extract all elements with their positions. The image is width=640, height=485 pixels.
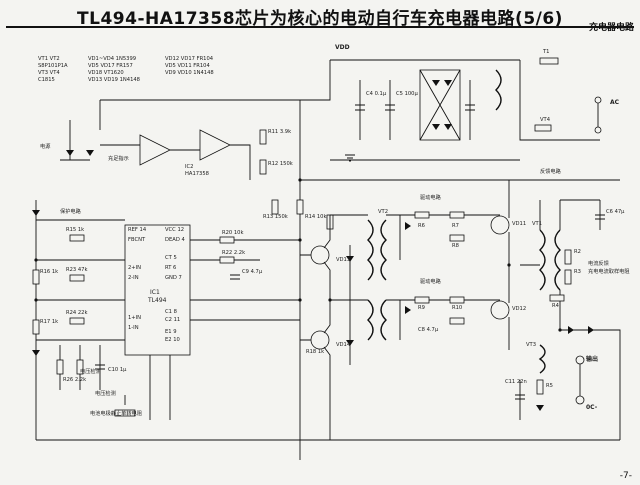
pin-label: 1-IN bbox=[128, 325, 139, 331]
title-rule bbox=[6, 26, 634, 28]
component-label: VD12 bbox=[512, 306, 527, 312]
pin-label: FBCNT bbox=[128, 237, 146, 243]
parts-list-item: VD18 VT1620 bbox=[88, 70, 124, 76]
pin-label: GND 7 bbox=[165, 275, 182, 281]
output-positive-label: 输出 bbox=[586, 356, 599, 363]
parts-list-item: VD1~VD4 1N5399 bbox=[88, 56, 137, 62]
drive-circuit-label: 驱动电路 bbox=[420, 195, 441, 201]
component-label: VT1 bbox=[532, 221, 543, 227]
component-label: R2 bbox=[574, 249, 581, 255]
pin-label: DEAD 4 bbox=[165, 237, 185, 243]
component-label: C6 47μ bbox=[606, 209, 625, 215]
parts-list-item: VD5 VD11 FR104 bbox=[165, 63, 210, 69]
pwm-ic-label: IC1 bbox=[150, 289, 160, 296]
component-label: VD11 bbox=[512, 221, 527, 227]
component-label: C11 22n bbox=[505, 379, 527, 385]
component-label: R4 bbox=[552, 303, 559, 309]
current-feedback-label: 电流反馈 bbox=[588, 261, 609, 267]
pwm-part-label: TL494 bbox=[148, 297, 167, 304]
ac-input-label: AC bbox=[610, 99, 620, 106]
pin-label: C2 11 bbox=[165, 317, 181, 323]
parts-list-item: VT1 VT2 bbox=[38, 56, 60, 62]
component-label: R26 2.2k bbox=[63, 377, 87, 383]
component-label: VD14 bbox=[336, 342, 351, 348]
feedback-label: 反馈电路 bbox=[540, 169, 561, 175]
drive-circuit-2-label: 驱动电路 bbox=[420, 279, 441, 285]
charge-indicator-label: 充足指示 bbox=[108, 156, 129, 162]
component-label: VD13 bbox=[336, 257, 351, 263]
component-label: R10 bbox=[452, 305, 463, 311]
component-label: R14 10k bbox=[305, 214, 327, 220]
component-label: R12 150k bbox=[268, 161, 293, 167]
pin-label: C1 8 bbox=[165, 309, 177, 315]
component-label: R9 bbox=[418, 305, 425, 311]
parts-list-item: VT3 VT4 bbox=[38, 70, 60, 76]
pin-label: 2-IN bbox=[128, 275, 139, 281]
pin-label: RT 6 bbox=[165, 265, 177, 271]
pin-label: E1 9 bbox=[165, 329, 177, 335]
parts-list-item: VD9 VD10 1N4148 bbox=[165, 70, 214, 76]
page-title: TL494-HA17358芯片为核心的电动自行车充电器电路(5/6) bbox=[77, 9, 563, 29]
pin-label: REF 14 bbox=[128, 227, 147, 233]
page-number: -7- bbox=[619, 471, 632, 481]
component-label: R5 bbox=[546, 383, 553, 389]
pin-label: CT 5 bbox=[165, 255, 177, 261]
component-label: C10 1μ bbox=[108, 367, 127, 373]
component-label: VT4 bbox=[540, 117, 551, 123]
component-label: R17 1k bbox=[40, 319, 59, 325]
component-label: VT2 bbox=[378, 209, 389, 215]
sample-resistor-label: 充电电流取样电阻 bbox=[588, 269, 630, 275]
pin-label: VCC 12 bbox=[165, 227, 185, 233]
section-label: 充电器电路 bbox=[588, 23, 634, 33]
pin-label: E2 10 bbox=[165, 337, 180, 343]
component-label: R3 bbox=[574, 269, 581, 275]
component-label: VT3 bbox=[526, 342, 537, 348]
pin-label: 2+IN bbox=[128, 265, 142, 271]
component-label: R18 1k bbox=[306, 349, 325, 355]
component-label: R24 22k bbox=[66, 310, 88, 316]
component-label: T1 bbox=[543, 49, 550, 55]
component-label: R8 bbox=[452, 243, 459, 249]
protect-label: 保护电路 bbox=[60, 209, 81, 215]
overvolt-label: 电压检测 bbox=[95, 391, 116, 397]
component-label: C8 4.7μ bbox=[418, 327, 439, 333]
component-label: R22 2.2k bbox=[222, 250, 246, 256]
component-label: R13 150k bbox=[263, 214, 288, 220]
opamp-ic-label: IC2 bbox=[185, 164, 194, 170]
component-label: C5 100μ bbox=[396, 91, 418, 97]
bottom-note-label: 电池电极静止单转电阻 bbox=[90, 411, 142, 417]
component-label: R15 1k bbox=[66, 227, 85, 233]
parts-list-item: C1815 bbox=[38, 77, 55, 83]
pin-label: 1+IN bbox=[128, 315, 142, 321]
component-label: R6 bbox=[418, 223, 425, 229]
vdd-label: VDD bbox=[335, 44, 350, 51]
component-label: C9 4.7μ bbox=[242, 269, 263, 275]
component-label: R7 bbox=[452, 223, 459, 229]
parts-list-item: S8P101P1A bbox=[38, 63, 68, 69]
component-label: R23 47k bbox=[66, 267, 88, 273]
component-label: R16 1k bbox=[40, 269, 59, 275]
output-negative-label: 0C- bbox=[586, 404, 598, 411]
voltage-sample-label: 电压检测 bbox=[80, 369, 101, 375]
led-label: 电源 bbox=[40, 144, 51, 150]
component-label: C4 0.1μ bbox=[366, 91, 387, 97]
parts-list-item: VD5 VD17 FR157 bbox=[88, 63, 133, 69]
parts-list-item: VD12 VD17 FR104 bbox=[165, 56, 214, 62]
component-label: R11 3.9k bbox=[268, 129, 292, 135]
opamp-part-label: HA17358 bbox=[185, 171, 209, 177]
parts-list-item: VD13 VD19 1N4148 bbox=[88, 77, 140, 83]
component-label: R20 10k bbox=[222, 230, 244, 236]
